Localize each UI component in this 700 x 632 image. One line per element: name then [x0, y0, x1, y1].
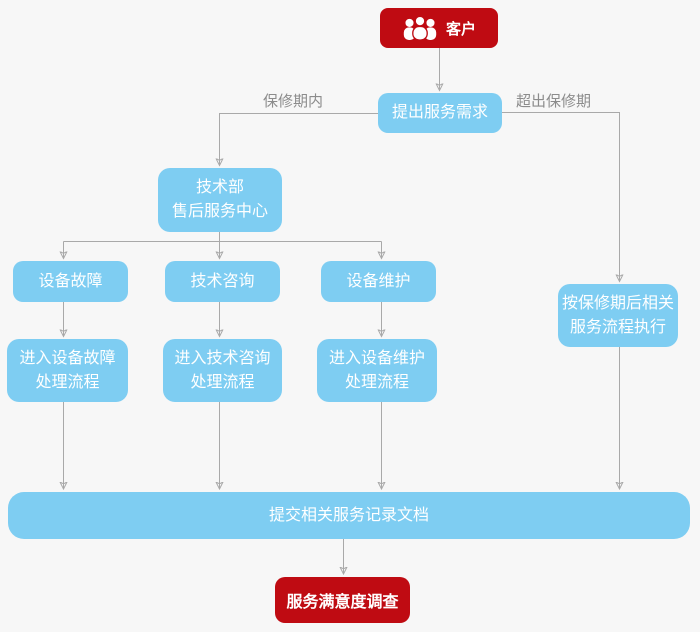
node-tech-center-line1: 技术部: [195, 179, 244, 196]
node-maintain-process: 进入设备维护 处理流程: [317, 339, 437, 402]
edge-request-to-techcenter: [220, 113, 378, 166]
node-fault-process: 进入设备故障 处理流程: [7, 339, 128, 402]
node-service-request-label: 提出服务需求: [391, 104, 488, 121]
node-tech-center: 技术部 售后服务中心: [158, 168, 282, 232]
node-fault-process-line2: 处理流程: [35, 373, 100, 391]
edge-request-to-outwarranty: [502, 112, 620, 282]
node-fault-label: 设备故障: [38, 272, 103, 290]
node-tech-center-line2: 售后服务中心: [171, 203, 268, 220]
users-icon: [403, 16, 437, 40]
node-consult-process-line2: 处理流程: [190, 373, 255, 391]
node-maintain-process-line2: 处理流程: [344, 373, 409, 391]
node-maintain-label: 设备维护: [346, 272, 411, 290]
node-customer: 客户: [380, 8, 498, 48]
node-satisfaction-survey-label: 服务满意度调查: [286, 594, 399, 611]
edge-label-in-warranty: 保修期内: [263, 93, 324, 110]
node-maintain: 设备维护: [321, 261, 436, 302]
edge-label-out-warranty: 超出保修期: [516, 93, 592, 110]
node-out-warranty-process: 按保修期后相关 服务流程执行: [558, 284, 678, 347]
node-submit-docs: 提交相关服务记录文档: [8, 492, 690, 539]
node-satisfaction-survey: 服务满意度调查: [275, 577, 410, 623]
node-service-request: 提出服务需求: [378, 93, 502, 133]
node-consult-label: 技术咨询: [190, 272, 255, 290]
node-consult-process: 进入技术咨询 处理流程: [163, 339, 282, 402]
node-submit-docs-label: 提交相关服务记录文档: [268, 506, 429, 524]
node-out-warranty-line1: 按保修期后相关: [561, 294, 674, 312]
node-consult: 技术咨询: [165, 261, 280, 302]
node-consult-process-line1: 进入技术咨询: [174, 349, 271, 367]
node-fault: 设备故障: [13, 261, 128, 302]
node-customer-label: 客户: [445, 20, 476, 38]
node-fault-process-line1: 进入设备故障: [19, 349, 116, 367]
node-maintain-process-line1: 进入设备维护: [328, 349, 425, 367]
node-out-warranty-line2: 服务流程执行: [569, 318, 666, 336]
